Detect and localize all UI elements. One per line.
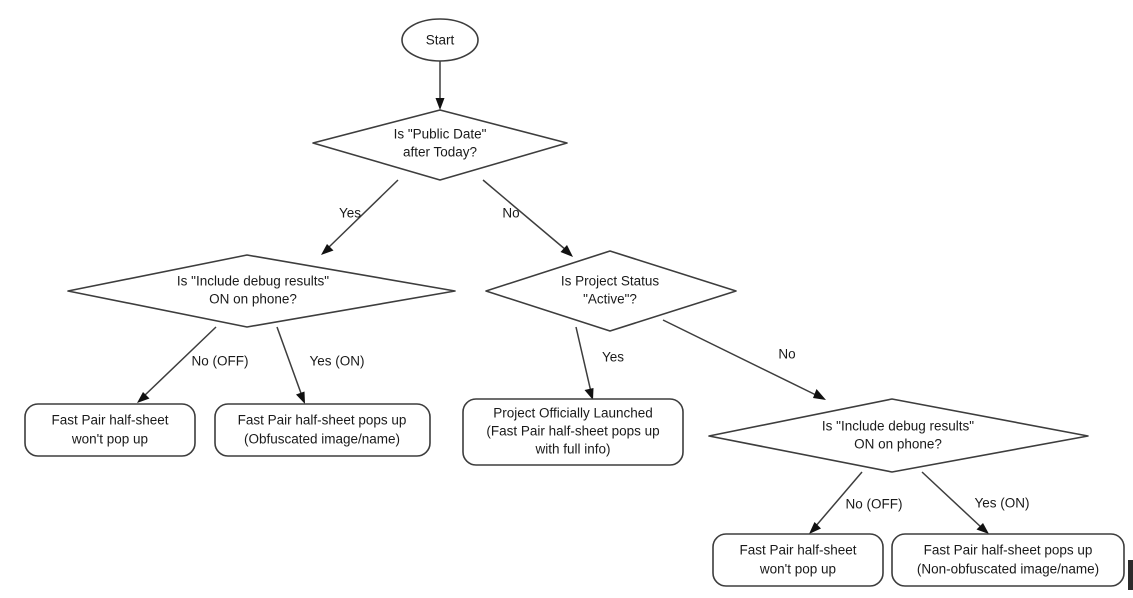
edge-debug-right-yes: Yes (ON) bbox=[921, 471, 1030, 534]
node-public-date-line2: after Today? bbox=[403, 145, 477, 160]
edge-label-debug-left-yes: Yes (ON) bbox=[309, 354, 364, 369]
node-project-status-line2: "Active"? bbox=[583, 292, 637, 307]
node-result-left-off-line2: won't pop up bbox=[71, 432, 148, 447]
edge-debug-left-no: No (OFF) bbox=[137, 326, 249, 403]
edge-debug-left-yes: Yes (ON) bbox=[276, 326, 365, 404]
edge-label-project-status-no: No bbox=[778, 347, 795, 362]
node-project-status-line1: Is Project Status bbox=[561, 274, 660, 289]
edge-label-public-date-yes: Yes bbox=[339, 206, 361, 221]
node-result-left-on[interactable]: Fast Pair half-sheet pops up (Obfuscated… bbox=[214, 403, 431, 457]
node-start[interactable]: Start bbox=[401, 18, 479, 62]
edge-label-project-status-yes: Yes bbox=[602, 350, 624, 365]
node-debug-left-line2: ON on phone? bbox=[209, 292, 297, 307]
node-result-left-on-line2: (Obfuscated image/name) bbox=[244, 432, 400, 447]
node-debug-right-line1: Is "Include debug results" bbox=[822, 419, 974, 434]
edge-label-debug-right-no: No (OFF) bbox=[846, 497, 903, 512]
node-debug-right-line2: ON on phone? bbox=[854, 437, 942, 452]
edge-label-debug-left-no: No (OFF) bbox=[192, 354, 249, 369]
node-result-right-off[interactable]: Fast Pair half-sheet won't pop up bbox=[712, 533, 884, 587]
node-public-date-line1: Is "Public Date" bbox=[394, 127, 487, 142]
node-debug-left-decision[interactable]: Is "Include debug results" ON on phone? bbox=[67, 254, 456, 328]
node-result-right-on-line1: Fast Pair half-sheet pops up bbox=[924, 543, 1093, 558]
edge-start-to-public-date bbox=[435, 61, 445, 110]
node-result-launched-line3: with full info) bbox=[534, 442, 610, 457]
node-result-right-on-line2: (Non-obfuscated image/name) bbox=[917, 562, 1099, 577]
edge-public-date-no: No bbox=[482, 179, 573, 257]
edge-public-date-yes: Yes bbox=[321, 179, 399, 255]
node-start-label: Start bbox=[426, 33, 455, 48]
edge-project-status-yes: Yes bbox=[575, 326, 624, 400]
node-debug-right-decision[interactable]: Is "Include debug results" ON on phone? bbox=[708, 398, 1089, 473]
node-public-date-decision[interactable]: Is "Public Date" after Today? bbox=[312, 109, 568, 181]
node-result-right-off-line2: won't pop up bbox=[759, 562, 836, 577]
node-result-launched[interactable]: Project Officially Launched (Fast Pair h… bbox=[462, 398, 684, 466]
node-result-left-on-line1: Fast Pair half-sheet pops up bbox=[238, 413, 407, 428]
node-result-right-on[interactable]: Fast Pair half-sheet pops up (Non-obfusc… bbox=[891, 533, 1125, 587]
node-result-left-off[interactable]: Fast Pair half-sheet won't pop up bbox=[24, 403, 196, 457]
node-result-launched-line1: Project Officially Launched bbox=[493, 406, 653, 421]
edge-label-public-date-no: No bbox=[502, 206, 519, 221]
right-edge-scrollbar-artifact bbox=[1128, 560, 1133, 590]
edge-project-status-no: No bbox=[662, 319, 826, 400]
node-project-status-decision[interactable]: Is Project Status "Active"? bbox=[485, 250, 737, 332]
node-result-left-off-line1: Fast Pair half-sheet bbox=[51, 413, 168, 428]
node-debug-left-line1: Is "Include debug results" bbox=[177, 274, 329, 289]
edge-debug-right-no: No (OFF) bbox=[809, 471, 903, 534]
node-result-right-off-line1: Fast Pair half-sheet bbox=[739, 543, 856, 558]
edge-label-debug-right-yes: Yes (ON) bbox=[974, 496, 1029, 511]
node-result-launched-line2: (Fast Pair half-sheet pops up bbox=[486, 424, 659, 439]
